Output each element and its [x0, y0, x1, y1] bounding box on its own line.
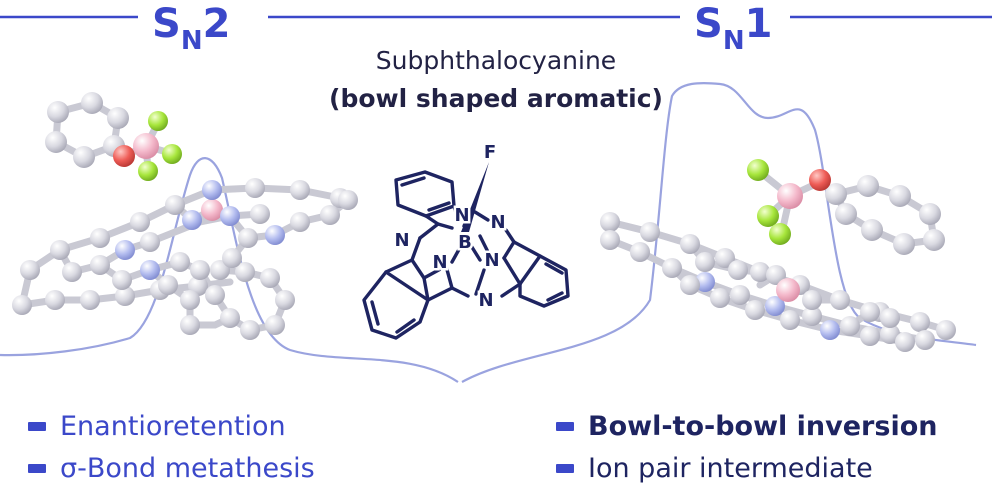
fluorine-atom — [138, 161, 158, 181]
fluorine-atom — [757, 205, 779, 227]
bullet-text: σ-Bond metathesis — [60, 452, 315, 484]
oxygen-atom — [113, 145, 135, 167]
fluorine-atom — [747, 159, 769, 181]
subphthalocyanine-structure — [362, 162, 570, 340]
sn1-bullet-item: Ion pair intermediate — [556, 452, 873, 484]
atom-label-n6: N — [478, 290, 493, 311]
heading-sn1: SN1 — [694, 1, 773, 56]
fluorine-atom — [769, 223, 791, 245]
bullet-marker — [28, 421, 46, 431]
atom-label-n4: N — [432, 252, 447, 273]
bullet-marker — [556, 463, 574, 473]
fluorine-atom — [148, 111, 168, 131]
structure-atom-labels: F N N N B N N N — [392, 142, 508, 314]
oxygen-atom — [809, 169, 831, 191]
heading-sn2-letter: S — [152, 1, 181, 47]
heading-sn1-order: 1 — [744, 1, 773, 47]
atom-label-n2: N — [490, 212, 505, 233]
bullet-text: Bowl-to-bowl inversion — [588, 410, 938, 442]
heading-sn2-subscript: N — [180, 26, 203, 56]
atom-label-n5: N — [484, 250, 499, 271]
heading-sn2-order: 2 — [202, 1, 231, 47]
bullet-text: Ion pair intermediate — [588, 452, 873, 484]
fluorine-atom — [162, 144, 182, 164]
energy-curve-sn1 — [461, 81, 977, 383]
bullet-marker — [28, 463, 46, 473]
bullet-marker — [556, 421, 574, 431]
sn2-bullet-item: σ-Bond metathesis — [28, 452, 315, 484]
heading-sn1-subscript: N — [722, 26, 745, 56]
heading-sn2: SN2 — [152, 1, 231, 56]
title-compound-name: Subphthalocyanine — [375, 46, 617, 75]
title-descriptor: (bowl shaped aromatic) — [329, 84, 663, 113]
atom-label-n1: N — [454, 205, 469, 226]
sn2-bullet-item: Enantioretention — [28, 410, 286, 442]
atom-label-n3: N — [394, 230, 409, 251]
energy-curve-sn2 — [0, 157, 459, 383]
sn2-molecule-model — [12, 92, 358, 340]
atom-label-f: F — [484, 142, 496, 163]
atom-label-b: B — [458, 232, 472, 253]
heading-sn1-letter: S — [694, 1, 723, 47]
boron-atom — [133, 133, 159, 159]
sn1-bullet-item: Bowl-to-bowl inversion — [556, 410, 937, 442]
boron-atom — [777, 183, 803, 209]
bullet-text: Enantioretention — [60, 410, 286, 442]
sn1-molecule-model — [600, 159, 956, 352]
